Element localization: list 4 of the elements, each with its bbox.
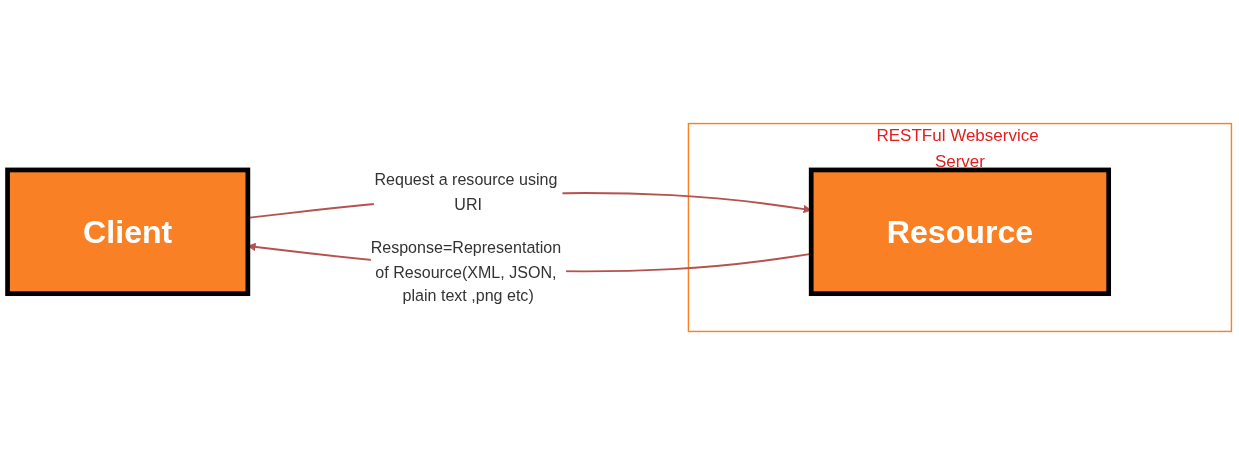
edge-label: Response=Representation of Resource(XML, JSON, plain text ,png etc) xyxy=(370,238,562,305)
edge-label: Request a resource using URI xyxy=(374,170,558,213)
node-box: Resource xyxy=(808,167,1112,296)
node-box: Client xyxy=(5,167,251,296)
